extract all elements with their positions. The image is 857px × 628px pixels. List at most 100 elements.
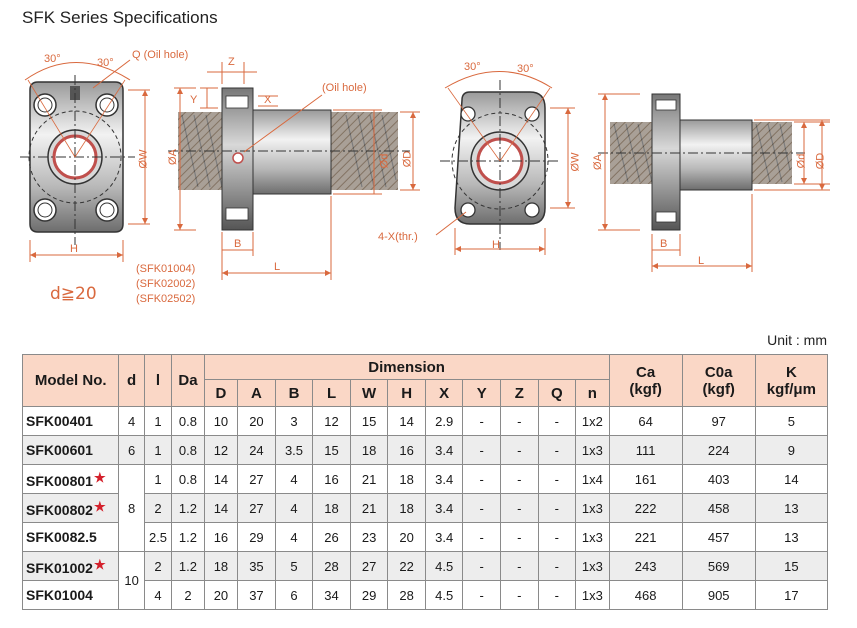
d-size-note: d≧20 xyxy=(50,284,97,304)
cell-c0a: 458 xyxy=(681,493,756,523)
model-number: SFK00601 xyxy=(26,442,93,458)
model-number: SFK01004 xyxy=(26,587,93,603)
cell-da: 0.8 xyxy=(171,406,205,436)
col-dim-l: L xyxy=(312,379,351,407)
dim-z-label: Z xyxy=(228,56,235,68)
cell-l: 1 xyxy=(143,464,173,494)
cell-dim-a: 20 xyxy=(237,406,276,436)
dim-w-label: ØW xyxy=(137,149,150,169)
cell-d: 4 xyxy=(118,406,145,436)
col-dim-z: Z xyxy=(500,379,539,407)
model-number: SFK00802 xyxy=(26,501,93,518)
cell-dim-y: - xyxy=(462,464,501,494)
cell-d: 8 xyxy=(118,464,145,552)
cell-c0a: 569 xyxy=(681,551,756,581)
cell-dim-q: - xyxy=(537,435,577,465)
cell-da: 2 xyxy=(171,580,205,610)
col-model: Model No. xyxy=(21,354,120,407)
star-icon: ★ xyxy=(93,498,106,514)
dim-l-label: L xyxy=(274,261,281,273)
cell-dim-n: 1x4 xyxy=(575,464,610,494)
col-c0a-label: C0a xyxy=(704,363,733,381)
cell-k: 15 xyxy=(754,551,829,581)
cell-dim-w: 27 xyxy=(349,551,389,581)
dim-b-label: B xyxy=(234,238,242,250)
col-ca-label: Ca xyxy=(636,363,656,381)
cell-dim-l: 15 xyxy=(312,435,351,465)
cell-dim-y: - xyxy=(462,551,501,581)
cell-model: SFK00401 xyxy=(21,406,120,436)
cell-dim-z: - xyxy=(500,493,539,523)
cell-dim-x: 3.4 xyxy=(424,435,464,465)
cell-dim-a: 27 xyxy=(237,493,276,523)
dim-d-small-label: Ød xyxy=(795,153,808,169)
cell-dim-b: 5 xyxy=(274,551,314,581)
cell-da: 1.2 xyxy=(171,522,205,552)
models-note-2: (SFK02002) xyxy=(136,278,196,290)
col-dim-n: n xyxy=(575,379,610,407)
cell-model: SFK00801★ xyxy=(21,464,120,494)
cell-dim-w: 15 xyxy=(349,406,389,436)
cell-dim-l: 26 xyxy=(312,522,351,552)
cell-c0a: 97 xyxy=(681,406,756,436)
side-view-right xyxy=(598,93,830,272)
cell-dim-d: 14 xyxy=(203,464,239,494)
cell-dim-w: 21 xyxy=(349,493,389,523)
model-number: SFK0082.5 xyxy=(26,529,97,545)
side-view-left xyxy=(168,62,420,280)
cell-dim-h: 14 xyxy=(387,406,426,436)
front-view-left xyxy=(20,59,150,262)
col-dimension: Dimension xyxy=(203,354,610,380)
col-l: l xyxy=(143,354,173,407)
cell-dim-h: 20 xyxy=(387,522,426,552)
cell-ca: 468 xyxy=(608,580,683,610)
cell-l: 2 xyxy=(143,551,173,581)
cell-l: 2 xyxy=(143,493,173,523)
cell-d: 10 xyxy=(118,551,145,610)
cell-dim-n: 1x3 xyxy=(575,551,610,581)
col-dim-d: D xyxy=(203,379,239,407)
cell-k: 5 xyxy=(754,406,829,436)
star-icon: ★ xyxy=(93,556,106,572)
cell-k: 17 xyxy=(754,580,829,610)
cell-k: 13 xyxy=(754,493,829,523)
models-note-1: (SFK01004) xyxy=(136,263,196,275)
cell-dim-h: 22 xyxy=(387,551,426,581)
col-dim-y: Y xyxy=(462,379,501,407)
dim-h-label: H xyxy=(492,239,500,251)
cell-ca: 243 xyxy=(608,551,683,581)
col-ca: Ca (kgf) xyxy=(608,354,683,407)
col-dim-q: Q xyxy=(537,379,577,407)
cell-k: 9 xyxy=(754,435,829,465)
oil-hole-q-label: Q (Oil hole) xyxy=(132,49,189,61)
angle-label: 30° xyxy=(97,57,114,69)
cell-da: 1.2 xyxy=(171,493,205,523)
cell-c0a: 224 xyxy=(681,435,756,465)
cell-dim-d: 18 xyxy=(203,551,239,581)
cell-dim-a: 24 xyxy=(237,435,276,465)
dim-a-label: ØA xyxy=(591,154,604,170)
cell-da: 0.8 xyxy=(171,464,205,494)
dim-b-label: B xyxy=(660,238,668,250)
cell-ca: 111 xyxy=(608,435,683,465)
cell-dim-y: - xyxy=(462,406,501,436)
cell-dim-x: 3.4 xyxy=(424,522,464,552)
cell-c0a: 457 xyxy=(681,522,756,552)
cell-k: 14 xyxy=(754,464,829,494)
cell-dim-z: - xyxy=(500,522,539,552)
angle-label: 30° xyxy=(517,63,534,75)
col-dim-a: A xyxy=(237,379,276,407)
cell-dim-y: - xyxy=(462,435,501,465)
col-dim-x: X xyxy=(424,379,464,407)
cell-da: 0.8 xyxy=(171,435,205,465)
col-dim-h: H xyxy=(387,379,426,407)
cell-model: SFK00601 xyxy=(21,435,120,465)
cell-model: SFK01004 xyxy=(21,580,120,610)
cell-dim-y: - xyxy=(462,493,501,523)
cell-dim-a: 29 xyxy=(237,522,276,552)
oil-hole-label: (Oil hole) xyxy=(322,82,367,94)
